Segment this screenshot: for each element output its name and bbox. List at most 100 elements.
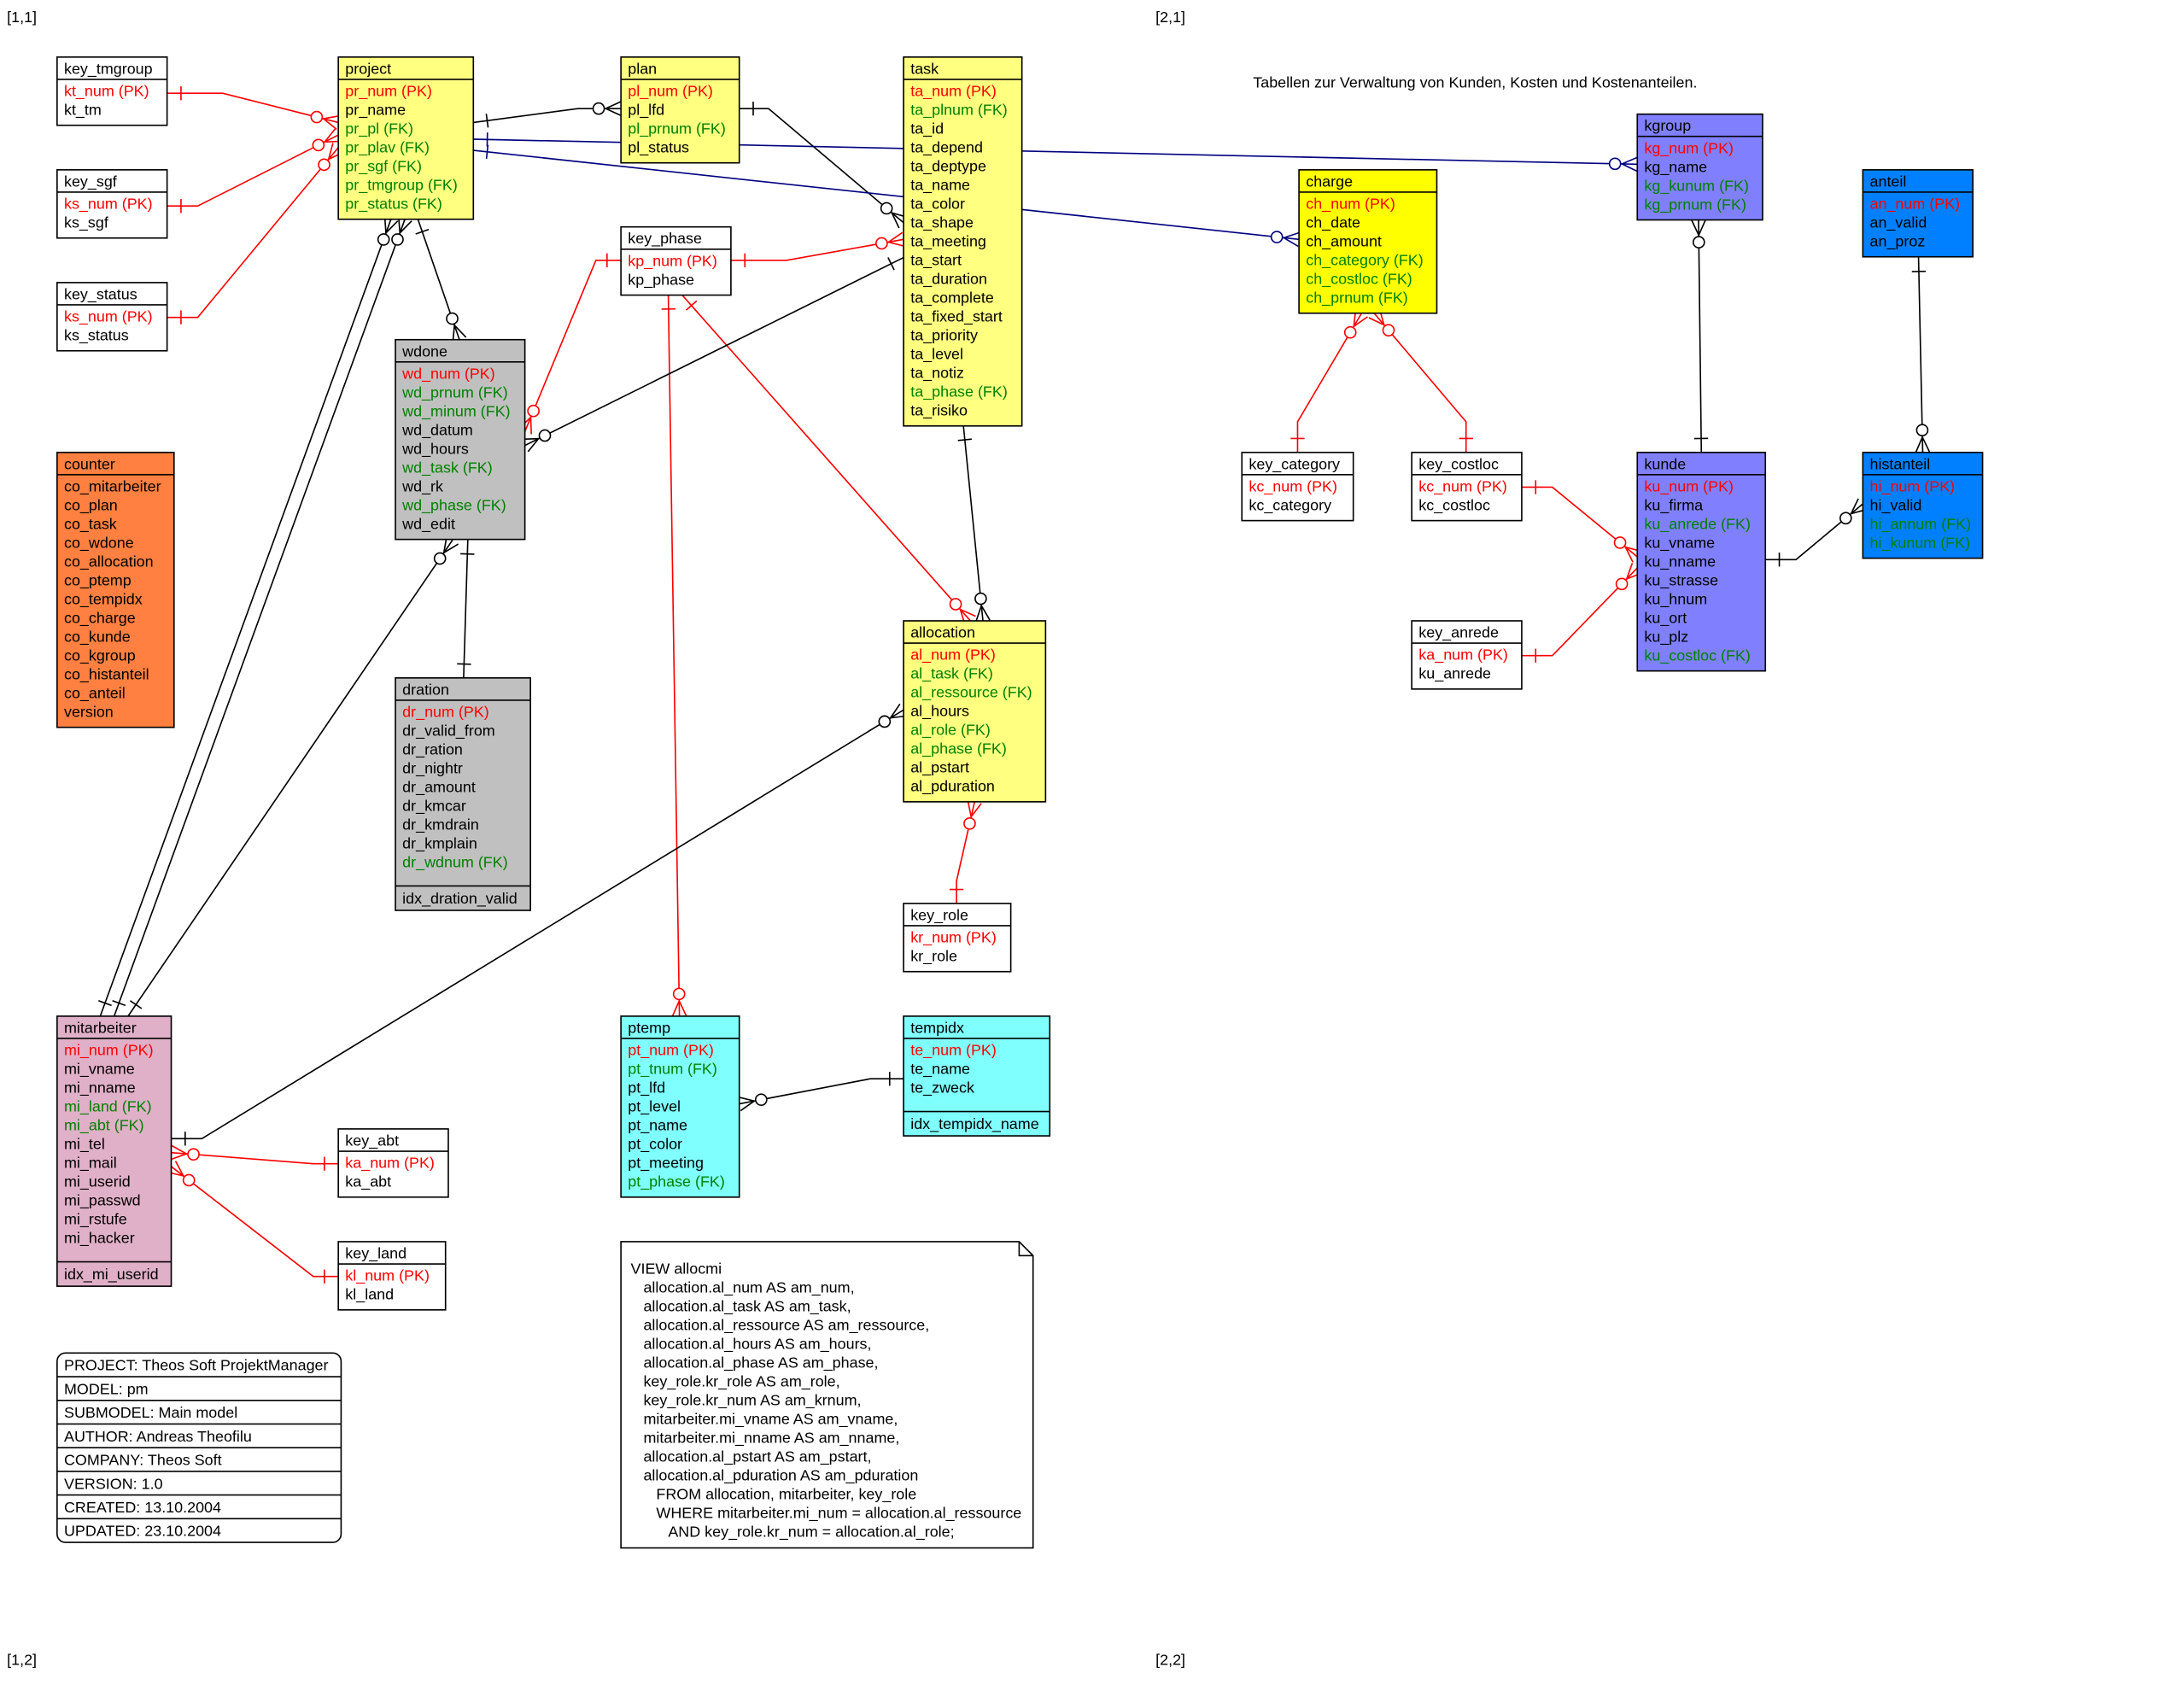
table-title: task xyxy=(910,60,939,77)
relation-key-phase-ptemp xyxy=(661,295,687,1017)
table-title: charge xyxy=(1306,173,1353,190)
table-box xyxy=(903,1015,1051,1137)
relation-task-wdone xyxy=(521,256,904,453)
table-box xyxy=(903,620,1047,803)
relation-line xyxy=(524,256,904,447)
table-field: co_task xyxy=(64,515,117,533)
view-line: allocation.al_phase AS am_phase, xyxy=(631,1354,879,1372)
table-title: key_land xyxy=(345,1245,406,1263)
cardinality-bar xyxy=(686,300,698,311)
view-line: allocation.al_hours AS am_hours, xyxy=(631,1335,872,1353)
relation-key-tmgroup-project xyxy=(167,86,341,130)
table-field: kc_costloc xyxy=(1418,496,1490,514)
optional-circle xyxy=(754,1093,768,1107)
relation-task-allocation xyxy=(957,425,991,623)
relation-key-costloc-kunde xyxy=(1521,480,1642,563)
crows-foot xyxy=(890,211,909,229)
table-index: idx_tempidx_name xyxy=(910,1115,1038,1133)
relation-line xyxy=(1521,567,1638,657)
relation-line xyxy=(113,218,406,1017)
table-field: hi_num (PK) xyxy=(1870,477,1956,495)
relation-line xyxy=(167,134,339,208)
optional-circle xyxy=(875,237,888,250)
crows-foot xyxy=(170,1144,189,1161)
table-title: key_category xyxy=(1249,455,1340,473)
relation-key-status-project xyxy=(167,143,344,325)
table-title: tempidx xyxy=(910,1019,964,1036)
table-field: pl_num (PK) xyxy=(628,82,713,100)
crows-foot xyxy=(167,1161,185,1178)
optional-circle xyxy=(1615,577,1629,591)
relation-line xyxy=(962,425,984,622)
table-counter: counterco_mitarbeiterco_planco_taskco_wd… xyxy=(56,451,175,728)
table-field: kt_num (PK) xyxy=(64,82,149,100)
table-field: co_anteil xyxy=(64,684,126,702)
diagram-note: Tabellen zur Verwaltung von Kunden, Kost… xyxy=(1253,74,1697,91)
relation-line xyxy=(730,238,904,261)
relation-tempidx-ptemp xyxy=(737,1072,904,1112)
relation-line xyxy=(739,108,904,224)
table-box xyxy=(620,225,732,296)
table-field: mi_userid xyxy=(64,1173,131,1191)
table-field: pr_status (FK) xyxy=(345,196,442,214)
view-line: AND key_role.kr_num = allocation.al_role… xyxy=(631,1524,955,1541)
model-info-model: MODEL: pm xyxy=(64,1380,149,1397)
crows-foot xyxy=(967,799,982,819)
table-title: dration xyxy=(402,681,449,698)
optional-circle xyxy=(318,158,330,172)
table-title: kunde xyxy=(1644,455,1686,472)
optional-circle xyxy=(880,202,893,215)
table-field: mi_nname xyxy=(64,1079,136,1097)
sheet-label-top-right: [2,1] xyxy=(1155,9,1185,26)
table-field: al_pduration xyxy=(910,778,995,796)
table-field: wd_minum (FK) xyxy=(401,402,510,420)
table-box xyxy=(395,338,526,541)
table-field: ta_shape xyxy=(910,214,974,232)
relation-key-costloc-charge xyxy=(1368,308,1473,453)
optional-circle xyxy=(878,715,892,728)
table-field: kp_num (PK) xyxy=(628,252,717,270)
table-field: ta_phase (FK) xyxy=(910,383,1008,401)
table-field: mi_land (FK) xyxy=(64,1098,152,1116)
table-index: idx_dration_valid xyxy=(402,890,518,908)
table-field: al_ressource (FK) xyxy=(910,684,1032,702)
view-note-text: VIEW allocmi allocation.al_num AS am_num… xyxy=(631,1260,1022,1541)
table-field: dr_kmdrain xyxy=(402,816,479,834)
relation-line xyxy=(1521,486,1638,558)
crows-foot xyxy=(323,128,342,143)
relation-kunde-histanteil xyxy=(1765,498,1868,567)
table-field: pt_phase (FK) xyxy=(628,1173,725,1191)
table-box xyxy=(1636,113,1763,221)
table-field: al_phase (FK) xyxy=(910,740,1007,758)
relation-key-role-allocation xyxy=(949,799,982,904)
table-field: kl_num (PK) xyxy=(345,1267,430,1285)
table-field: ks_num (PK) xyxy=(64,196,153,214)
table-field: pl_lfd xyxy=(628,101,664,119)
relation-wdone-dration xyxy=(457,540,475,678)
table-box xyxy=(337,56,475,220)
table-field: co_wdone xyxy=(64,534,134,552)
table-box xyxy=(56,56,168,126)
relation-line xyxy=(473,149,1300,241)
optional-circle xyxy=(963,816,976,830)
optional-circle xyxy=(187,1148,200,1161)
table-field: pl_status xyxy=(628,138,689,156)
table-field: kr_role xyxy=(910,948,957,966)
table-field: pt_level xyxy=(628,1098,681,1116)
table-field: kt_tm xyxy=(64,101,102,119)
view-line: allocation.al_pduration AS am_pduration xyxy=(631,1466,919,1484)
optional-circle xyxy=(974,592,987,605)
table-box xyxy=(337,1128,449,1198)
table-field: pr_tmgroup (FK) xyxy=(345,176,457,194)
table-field: ka_abt xyxy=(345,1173,391,1191)
table-field: ku_plz xyxy=(1644,628,1688,646)
table-field: ta_priority xyxy=(910,327,978,345)
table-field: pr_sgf (FK) xyxy=(345,157,422,175)
table-box xyxy=(620,1015,740,1198)
